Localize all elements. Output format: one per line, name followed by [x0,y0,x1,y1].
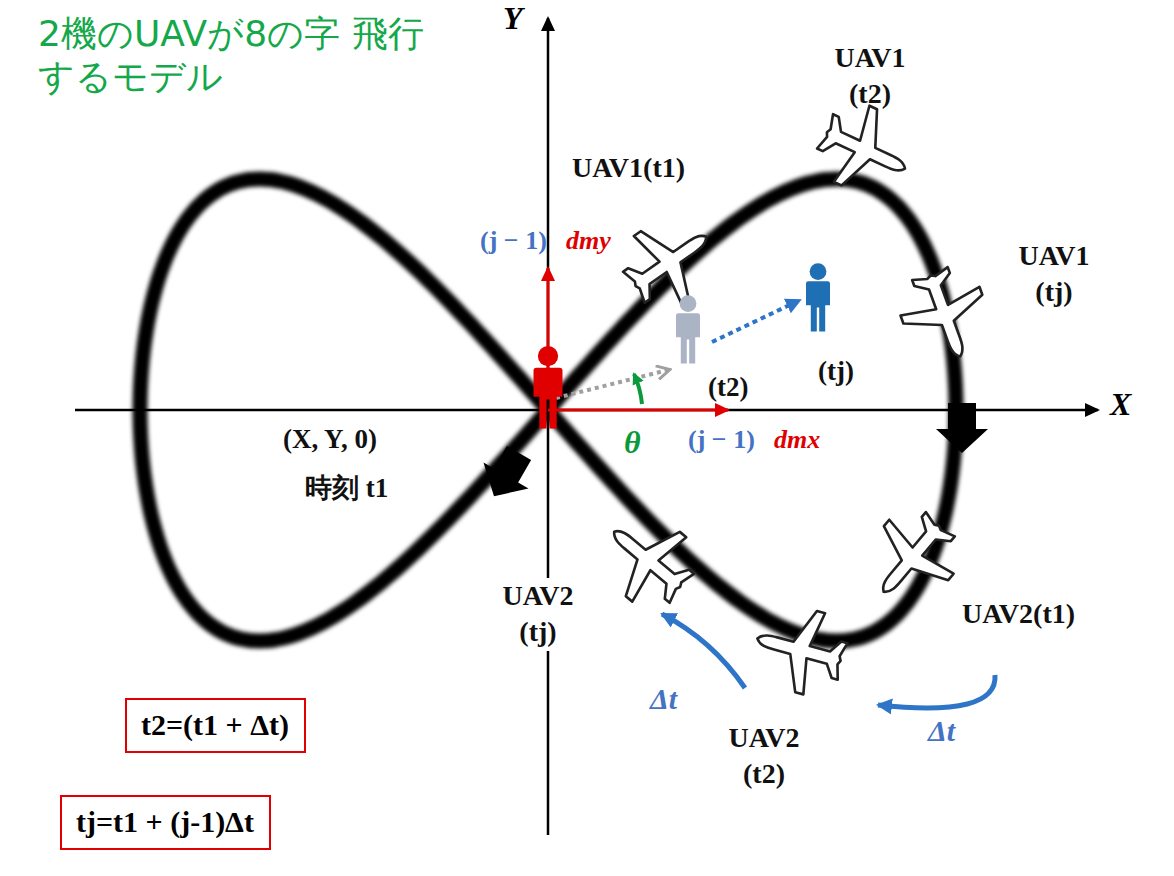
uav-icon [747,598,854,702]
uav-icon [807,93,922,206]
displacement-label: dmy [566,226,611,256]
step-factor: (j − 1) [480,226,547,256]
uav-icon [890,259,999,371]
origin-label: (X, Y, 0) [283,424,377,455]
dm-x-arrow [548,409,728,412]
x-axis [75,409,1098,412]
time-label: (t2) [708,372,748,403]
uav-icon [851,497,972,619]
uav-icon [610,202,730,321]
formula-box: t2=(t1 + Δt) [125,698,306,753]
time-label: 時刻 t1 [305,470,388,506]
time-label: (tj) [818,356,854,387]
time-step-label: Δt [650,682,677,716]
uav-label: UAV2 (t2) [712,720,816,793]
uav-label: UAV1 (t2) [818,40,922,113]
displacement-label: dmx [774,425,820,455]
y-axis [547,18,550,835]
step-factor: (j − 1) [688,425,755,455]
direction-arrow [936,403,988,453]
person-icon [806,263,830,331]
direction-arrow [471,440,541,509]
person-icon [676,295,700,363]
uav-icon [587,499,709,620]
formula-box: tj=t1 + (j-1)Δt [60,795,271,850]
uav-label: UAV1(t1) [572,150,685,186]
angle-label: θ [624,424,641,461]
motion-vector [556,370,668,398]
diagram-title: 2機のUAVが8の字 飛行するモデル [38,12,438,98]
uav-label: UAV1 (tj) [1002,238,1106,311]
uav-label: UAV2(t1) [962,596,1075,632]
motion-vector [712,300,800,342]
axis-label: X [1110,386,1131,423]
time-step-label: Δt [928,714,955,748]
theta-arc [634,374,642,404]
uav-label: UAV2 (tj) [486,578,590,651]
axis-label: Y [503,0,523,37]
formula-text: t2=(t1 + Δt) [141,708,289,742]
time-step-arrow [662,614,745,688]
time-step-arrow [878,675,995,708]
person-icon [534,346,563,429]
formula-text: tj=t1 + (j-1)Δt [76,805,254,839]
